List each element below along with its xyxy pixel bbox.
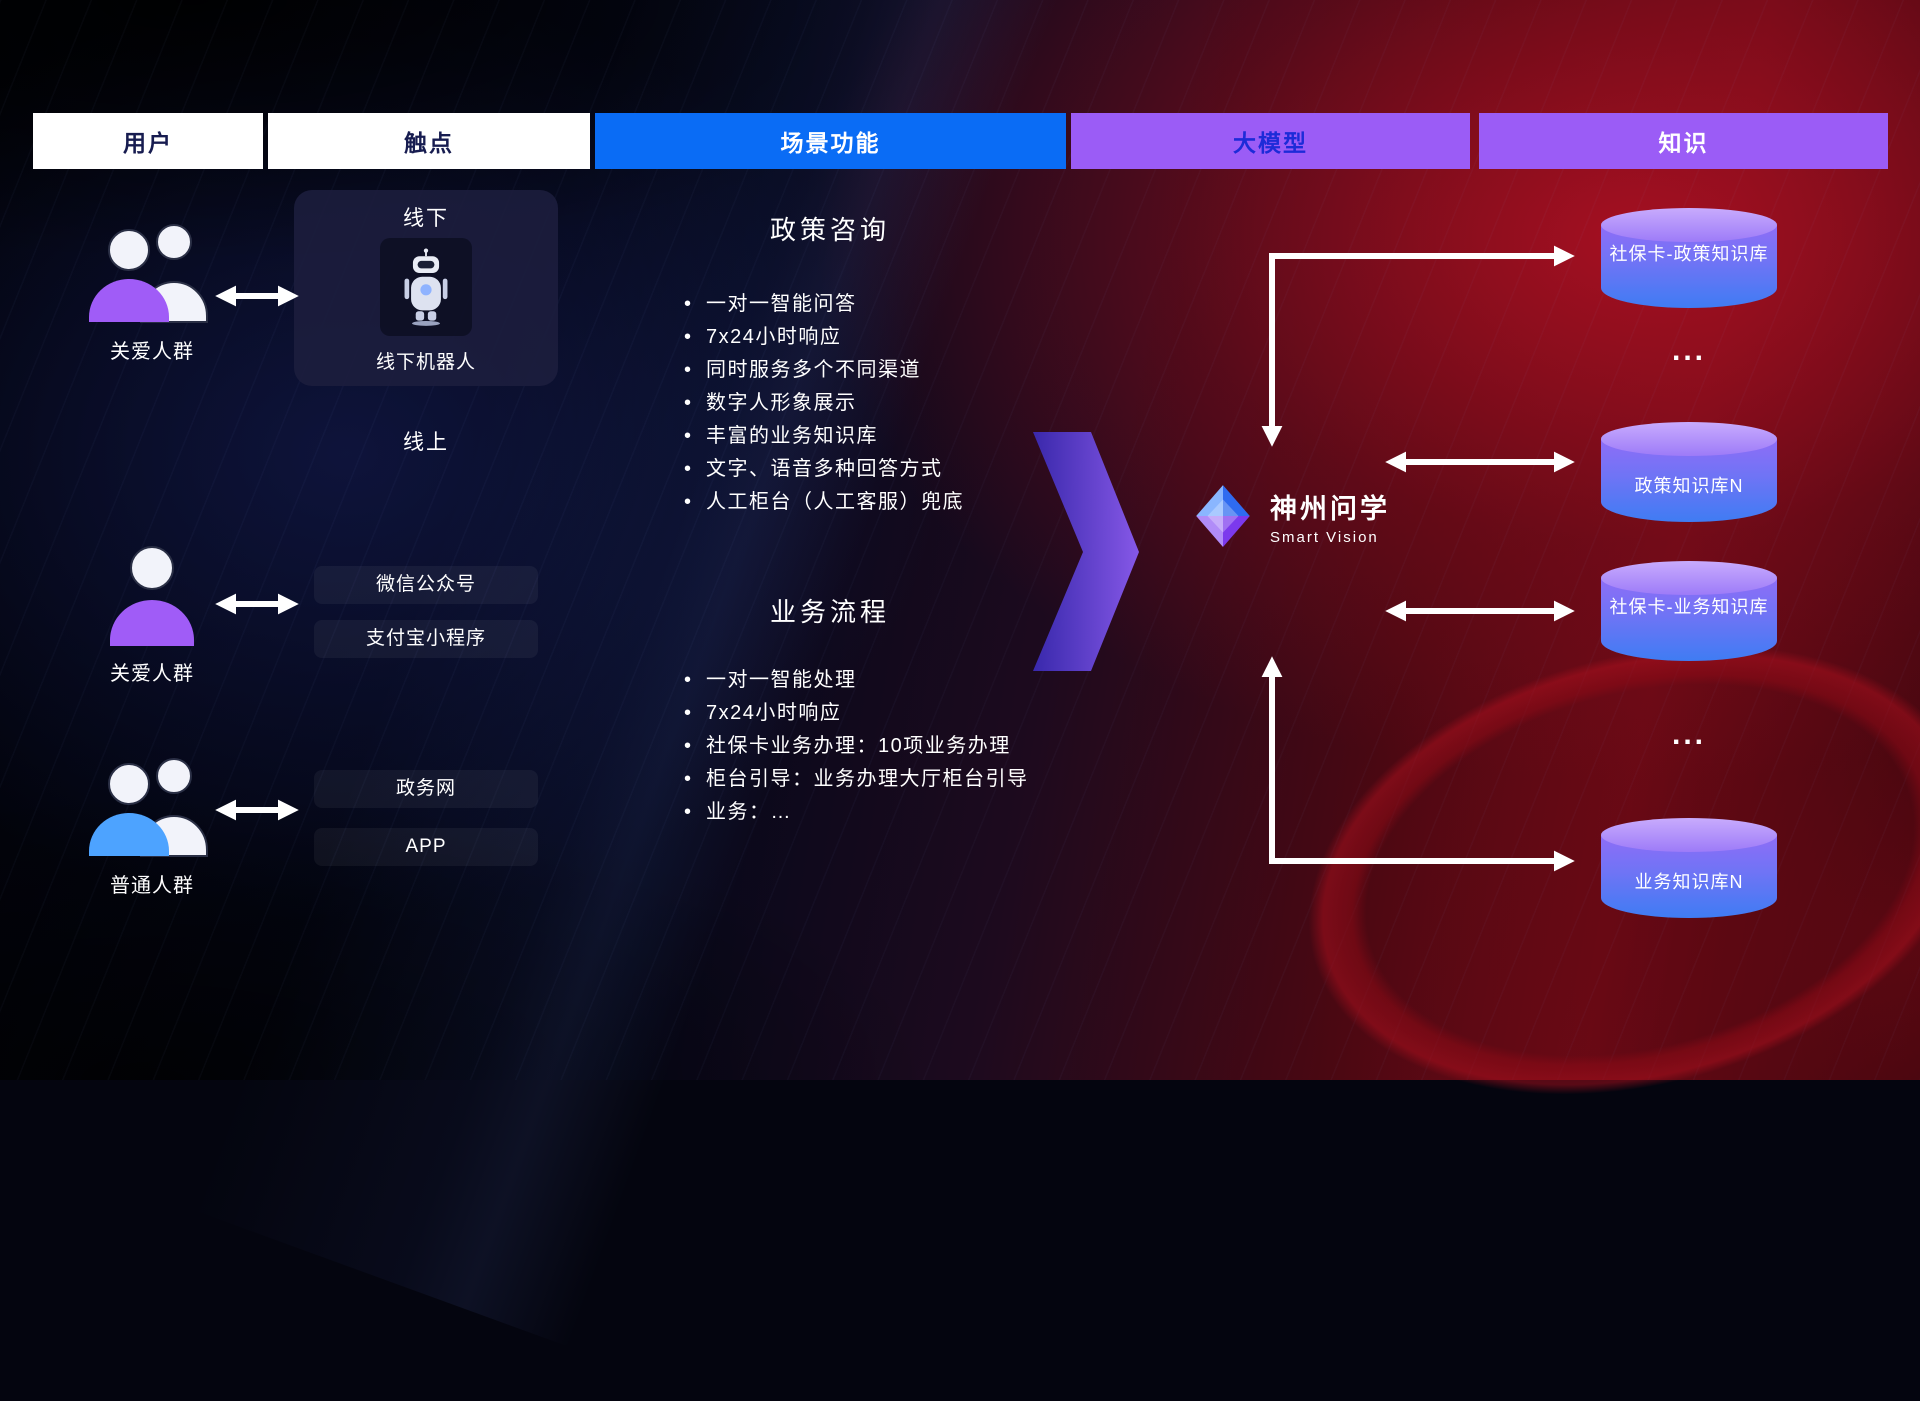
online-title: 线上 (403, 431, 449, 454)
people-group-icon (89, 224, 208, 323)
person-icon (110, 546, 194, 646)
scenario-item: 一对一智能处理 (682, 664, 1029, 697)
user-group-ordinary: 普通人群 (72, 746, 232, 898)
knowledge-ellipsis: ... (1671, 334, 1706, 367)
knowledge-db-social-policy: 社保卡-政策知识库 (1601, 208, 1777, 308)
scenario-item: 文字、语音多种回答方式 (682, 453, 964, 486)
user-group-care-1: 关爱人群 (72, 212, 232, 364)
user-group-label: 普通人群 (110, 875, 194, 897)
user-group-label: 关爱人群 (110, 341, 194, 363)
scenario-item: 柜台引导：业务办理大厅柜台引导 (682, 763, 1029, 796)
scenario-item: 一对一智能问答 (682, 288, 964, 321)
database-label: 社保卡-业务知识库 (1609, 597, 1769, 617)
database-label: 社保卡-政策知识库 (1609, 244, 1769, 264)
scenario-item: 数字人形象展示 (682, 387, 964, 420)
diamond-logo-icon (1196, 485, 1250, 547)
robot-icon (404, 248, 448, 326)
scenario-item: 丰富的业务知识库 (682, 420, 964, 453)
people-group-icon (89, 758, 208, 857)
header-cell-touchpoints: 触点 (268, 113, 590, 169)
knowledge-ellipsis: ... (1671, 718, 1706, 751)
scenario-item: 7x24小时响应 (682, 321, 964, 354)
scenario-title-business: 业务流程 (769, 597, 890, 627)
offline-touchpoint-panel: 线下 线下机器人 (294, 190, 558, 386)
channel-govnet: 政务网 (314, 770, 538, 808)
robot-tile (380, 238, 472, 336)
user-single-care: 关爱人群 (72, 542, 232, 686)
database-cylinder-top (1601, 818, 1777, 852)
header-cell-model: 大模型 (1071, 113, 1470, 169)
model-logo: 神州问学 Smart Vision (1190, 483, 1390, 549)
database-cylinder-top (1601, 208, 1777, 242)
scenario-title-policy: 政策咨询 (769, 215, 890, 245)
channel-alipay: 支付宝小程序 (314, 620, 538, 658)
channel-wechat: 微信公众号 (314, 566, 538, 604)
knowledge-db-policy-n: 政策知识库N (1601, 422, 1777, 522)
offline-title: 线下 (403, 207, 449, 230)
channel-app: APP (314, 828, 538, 866)
big-right-arrow-icon (1033, 432, 1139, 671)
model-subtitle: Smart Vision (1270, 528, 1379, 546)
model-name: 神州问学 (1270, 493, 1390, 524)
scenario-policy-list: 一对一智能问答 7x24小时响应 同时服务多个不同渠道 数字人形象展示 丰富的业… (682, 288, 964, 519)
scenario-item: 业务：… (682, 796, 1029, 829)
scenario-business-list: 一对一智能处理 7x24小时响应 社保卡业务办理：10项业务办理 柜台引导：业务… (682, 664, 1029, 829)
database-label: 业务知识库N (1634, 872, 1744, 892)
scenario-item: 社保卡业务办理：10项业务办理 (682, 730, 1029, 763)
knowledge-db-social-business: 社保卡-业务知识库 (1601, 561, 1777, 661)
database-cylinder-top (1601, 561, 1777, 595)
database-cylinder-top (1601, 422, 1777, 456)
header-cell-users: 用户 (33, 113, 263, 169)
header-cell-scenarios: 场景功能 (595, 113, 1066, 169)
offline-robot-label: 线下机器人 (375, 352, 476, 373)
database-label: 政策知识库N (1634, 476, 1744, 496)
user-group-label: 关爱人群 (110, 663, 194, 685)
scenario-item: 7x24小时响应 (682, 697, 1029, 730)
scenario-item: 同时服务多个不同渠道 (682, 354, 964, 387)
knowledge-db-business-n: 业务知识库N (1601, 818, 1777, 918)
header-cell-knowledge: 知识 (1479, 113, 1888, 169)
model-text: 神州问学 Smart Vision (1270, 487, 1390, 546)
scenario-item: 人工柜台（人工客服）兜底 (682, 486, 964, 519)
